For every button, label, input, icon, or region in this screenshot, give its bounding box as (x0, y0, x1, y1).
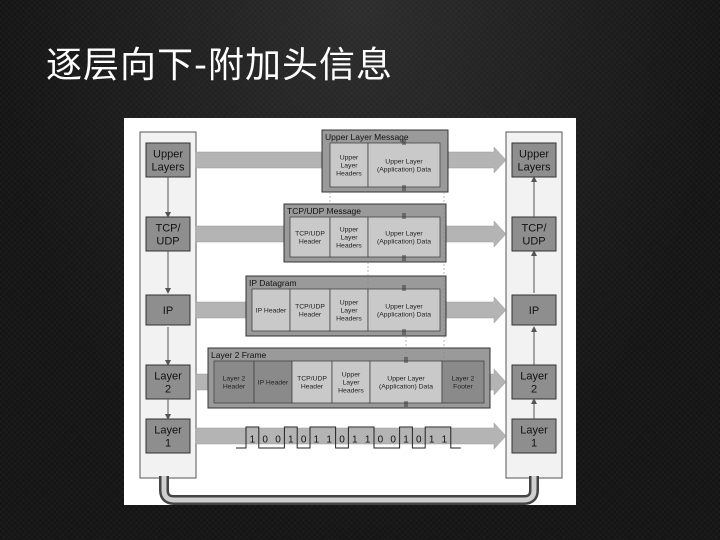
slide-title: 逐层向下-附加头信息 (46, 45, 393, 86)
message-field (329, 288, 369, 332)
bit-label: 1 (365, 435, 371, 446)
message-field-label: Upper Layer(Application) Data (379, 375, 433, 390)
right-layer-box (511, 364, 557, 400)
message-field (369, 360, 443, 404)
bit-label: 1 (326, 435, 332, 446)
message-field-label: Upper Layer(Application) Data (377, 158, 431, 173)
left-layer-box (145, 294, 191, 326)
message-title: TCP/UDP Message (287, 206, 361, 216)
left-layer-label: IP (163, 305, 173, 317)
message-field (367, 216, 441, 258)
message-field (329, 142, 369, 188)
message-title: Layer 2 Frame (211, 350, 267, 360)
right-layer-box (511, 294, 557, 326)
bit-label: 0 (339, 435, 345, 446)
message-field-label: IP Header (258, 379, 289, 386)
message-field (367, 142, 441, 188)
return-pipe-outer (159, 476, 539, 505)
message-field-label: Upper Layer(Application) Data (377, 230, 431, 245)
bit-label: 0 (301, 435, 307, 446)
left-layer-label: TCP/UDP (155, 222, 181, 247)
bit-label: 1 (250, 435, 256, 446)
message-field (367, 288, 441, 332)
left-layer-box (145, 142, 191, 178)
return-pipe-inner (161, 476, 537, 503)
bit-label: 0 (416, 435, 422, 446)
message-field (291, 360, 333, 404)
right-layer-label: IP (529, 305, 539, 317)
right-layer-box (511, 142, 557, 178)
bit-label: 1 (442, 435, 448, 446)
message-field (331, 360, 371, 404)
bit-label: 1 (288, 435, 294, 446)
message-field (441, 360, 485, 404)
right-layer-box (511, 216, 557, 252)
message-field (253, 360, 293, 404)
left-layer-box (145, 216, 191, 252)
message-title: IP Datagram (249, 278, 297, 288)
message-field-label: IP Header (256, 307, 287, 314)
message-field (289, 216, 331, 258)
bit-label: 0 (390, 435, 396, 446)
bit-label: 0 (275, 435, 281, 446)
bit-label: 1 (403, 435, 409, 446)
message-field-label: Upper Layer(Application) Data (377, 303, 431, 318)
message-title: Upper Layer Message (325, 132, 409, 142)
right-layer-label: TCP/UDP (521, 222, 547, 247)
bit-waveform (236, 426, 461, 449)
bit-label: 0 (262, 435, 268, 446)
bit-label: 1 (314, 435, 320, 446)
bit-label: 0 (378, 435, 384, 446)
bit-label: 1 (429, 435, 435, 446)
bit-label: 1 (352, 435, 358, 446)
right-layer-box (511, 418, 557, 454)
